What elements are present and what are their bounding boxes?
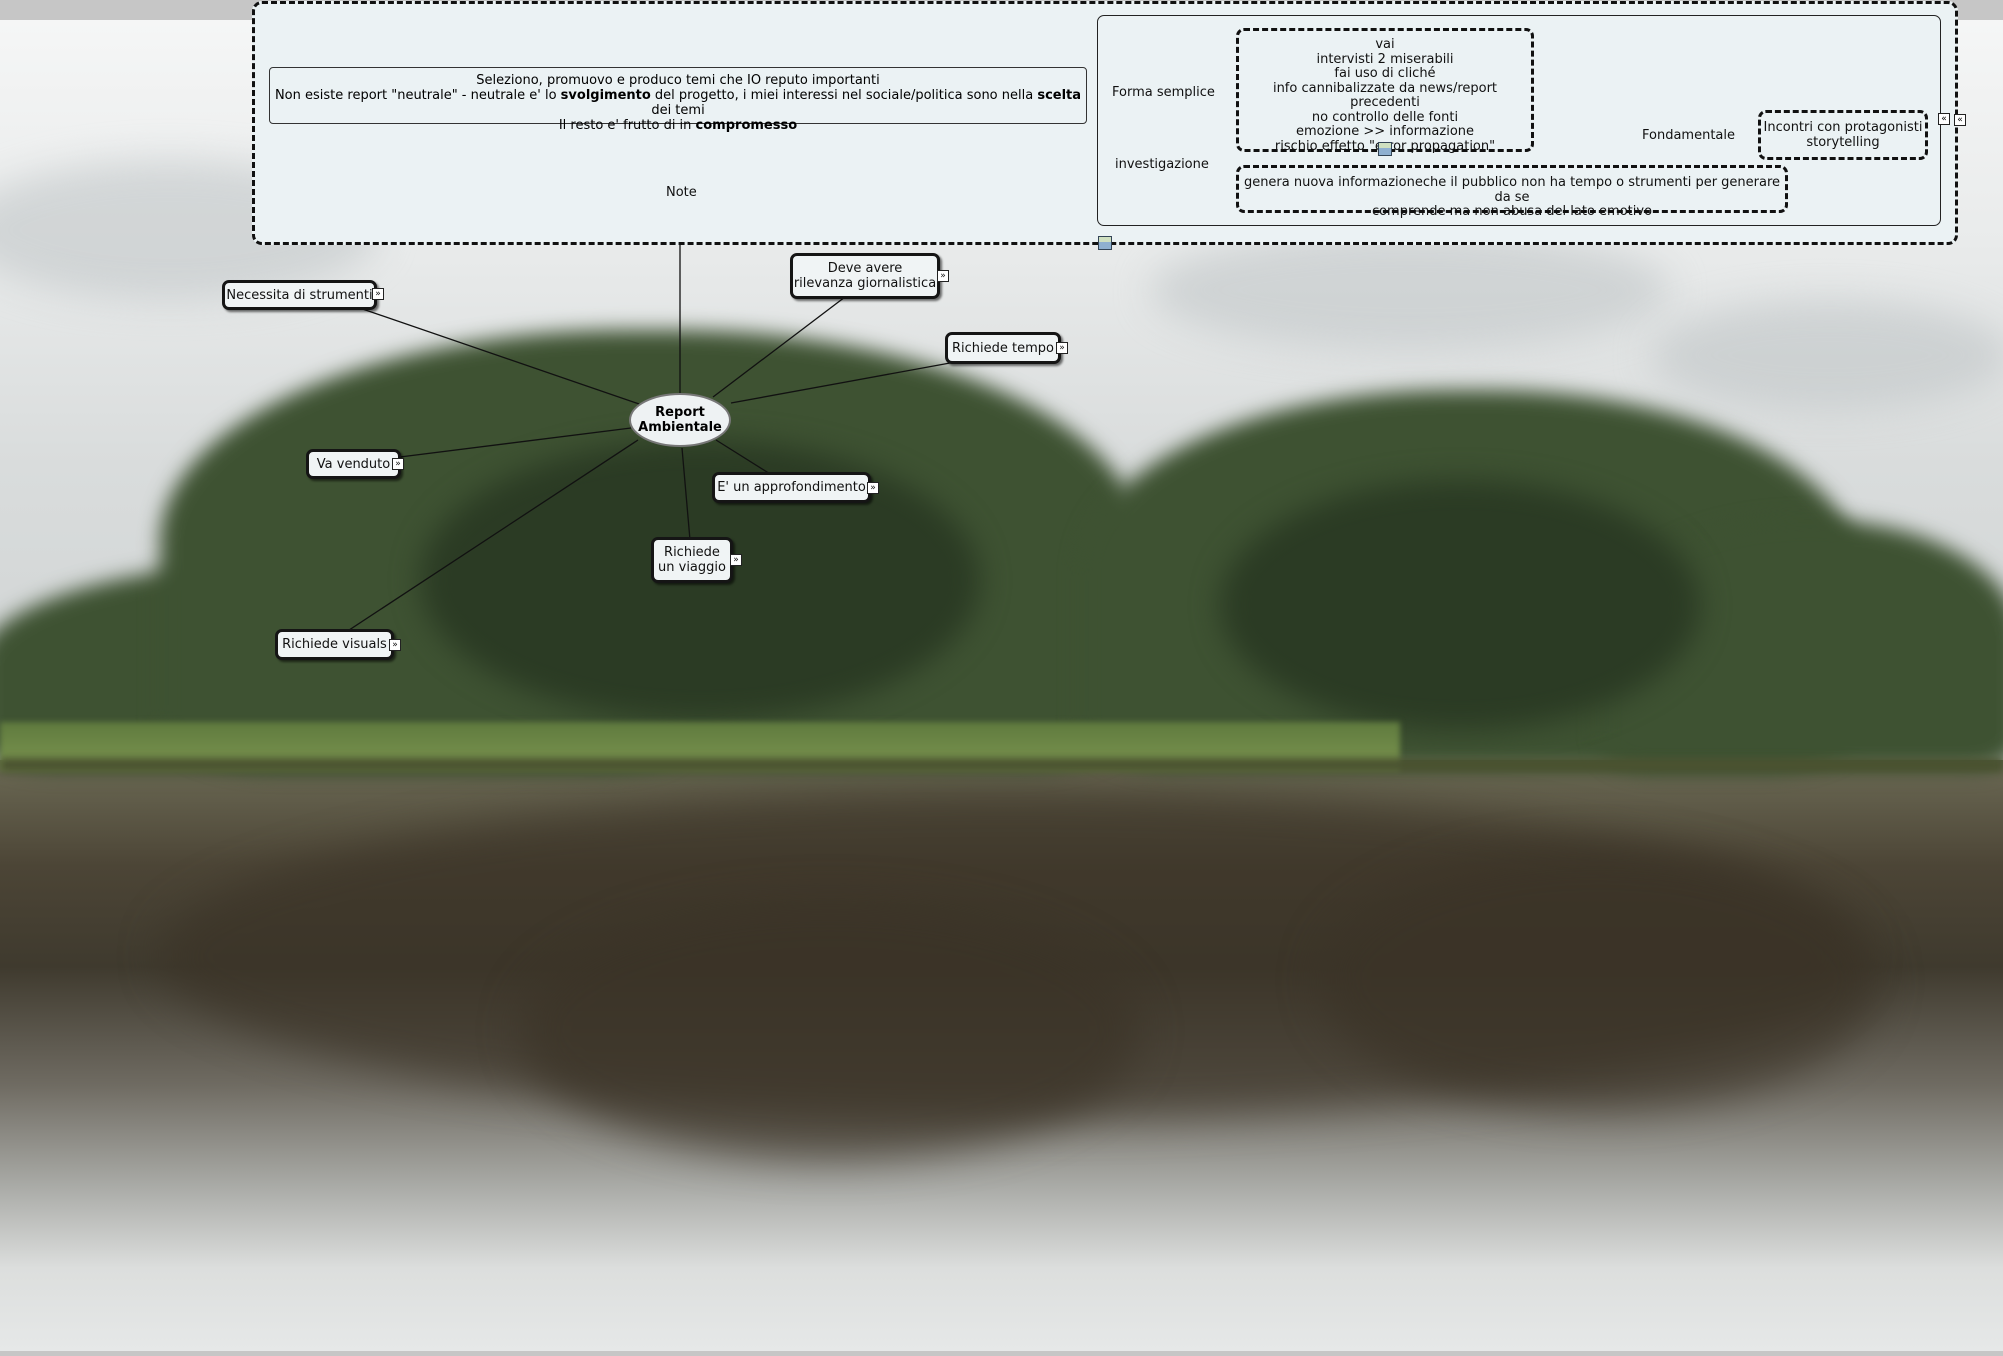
link-necessita bbox=[344, 302, 643, 406]
cloud-shape bbox=[1650, 300, 2003, 410]
note-bold-scelta: scelta bbox=[1037, 88, 1082, 103]
note-line-2-part: dei temi bbox=[651, 103, 705, 118]
link-approfondimento bbox=[715, 439, 776, 478]
note-line-2-part: Non esiste report "neutrale" - neutrale … bbox=[274, 88, 561, 103]
expand-icon[interactable]: » bbox=[867, 482, 879, 494]
note-bold-compromesso: compromesso bbox=[695, 118, 798, 133]
expand-icon[interactable]: » bbox=[1056, 342, 1068, 354]
topic-rilevanza-giornalistica[interactable]: Deve avere rilevanza giornalistica bbox=[790, 253, 940, 299]
note-link-label: Note bbox=[666, 185, 697, 200]
expand-icon[interactable]: » bbox=[372, 288, 384, 300]
note-line-3: Il resto e' frutto di in compromesso bbox=[270, 118, 1086, 133]
table-icon[interactable] bbox=[1098, 236, 1112, 250]
topic-approfondimento[interactable]: E' un approfondimento bbox=[712, 472, 871, 503]
link-venduto bbox=[391, 427, 632, 459]
forest-shadow bbox=[1220, 480, 1700, 730]
fondamentale-box[interactable]: Incontri con protagonisti storytelling bbox=[1758, 110, 1928, 160]
topic-richiede-tempo[interactable]: Richiede tempo bbox=[945, 332, 1061, 364]
forest-reflection bbox=[520, 900, 1140, 1160]
collapse-icon[interactable]: « bbox=[1954, 114, 1966, 126]
topic-necessita-di-strumenti[interactable]: Necessita di strumenti bbox=[222, 280, 377, 310]
forest-reflection bbox=[1320, 850, 1880, 1110]
note-bold-svolgimento: svolgimento bbox=[560, 88, 651, 103]
topic-richiede-un-viaggio[interactable]: Richiede un viaggio bbox=[651, 537, 733, 583]
note-line-3-part: Il resto e' frutto di in bbox=[558, 118, 696, 133]
fondamentale-label[interactable]: Fondamentale bbox=[1640, 128, 1737, 143]
expand-icon[interactable]: » bbox=[389, 639, 401, 651]
link-tempo bbox=[730, 362, 951, 404]
investigazione-box[interactable]: genera nuova informazioneche il pubblico… bbox=[1236, 165, 1788, 219]
note-line-2-part: del progetto, i miei interessi nel socia… bbox=[650, 88, 1038, 103]
forma-semplice-box[interactable]: vai intervisti 2 miserabili fai uso di c… bbox=[1236, 28, 1534, 153]
note-line-1: Seleziono, promuovo e produco temi che I… bbox=[476, 73, 880, 88]
expand-icon[interactable]: » bbox=[730, 554, 742, 566]
bottom-strip bbox=[0, 1351, 2003, 1356]
collapse-icon[interactable]: « bbox=[1938, 113, 1950, 125]
cloud-shape bbox=[1150, 230, 1670, 350]
document-icon[interactable] bbox=[1378, 142, 1392, 156]
topic-richiede-visuals[interactable]: Richiede visuals bbox=[275, 629, 394, 660]
topic-va-venduto[interactable]: Va venduto bbox=[306, 449, 401, 479]
link-rilevanza bbox=[712, 296, 846, 398]
note-text-box[interactable]: Seleziono, promuovo e produco temi che I… bbox=[269, 67, 1087, 133]
shoreline bbox=[0, 758, 2003, 772]
expand-icon[interactable]: » bbox=[937, 270, 949, 282]
investigazione-label[interactable]: investigazione bbox=[1113, 157, 1211, 172]
expand-icon[interactable]: » bbox=[392, 458, 404, 470]
note-line-2: Non esiste report "neutrale" - neutrale … bbox=[270, 88, 1086, 118]
forma-semplice-label[interactable]: Forma semplice bbox=[1110, 85, 1217, 100]
central-topic[interactable]: Report Ambientale bbox=[629, 393, 731, 447]
link-visuals bbox=[336, 439, 639, 639]
link-viaggio bbox=[681, 447, 691, 541]
